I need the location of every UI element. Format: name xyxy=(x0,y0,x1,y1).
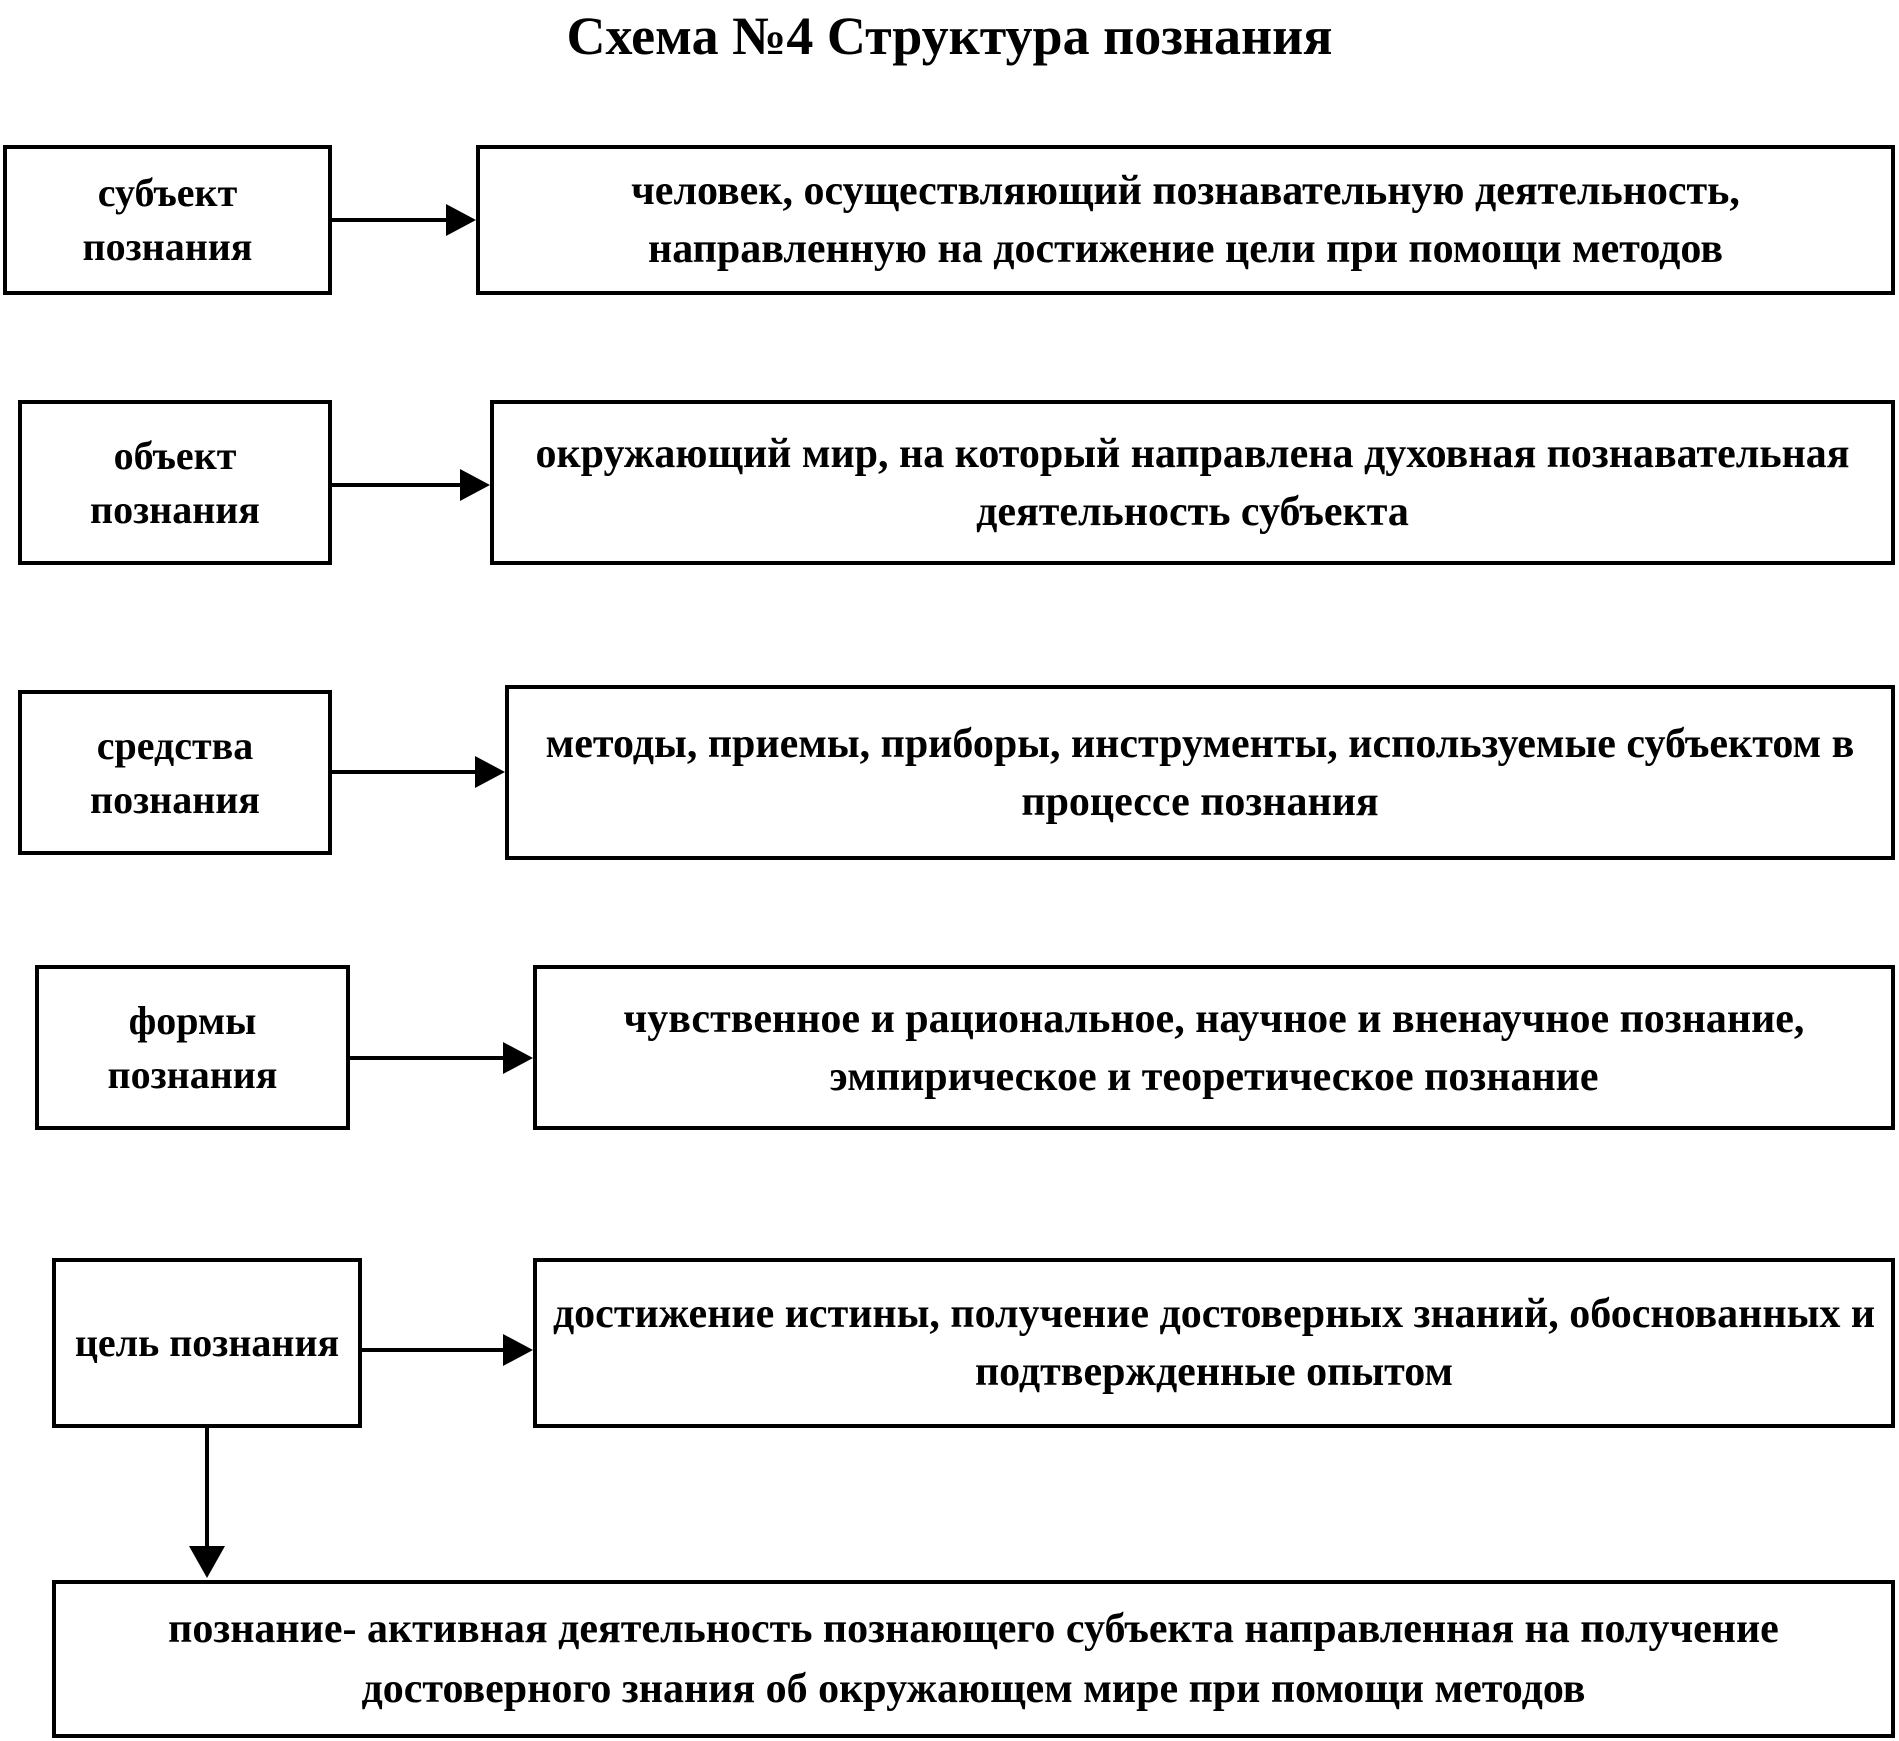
label-box-means: средства познания xyxy=(18,690,332,855)
description-box-forms: чувственное и рациональное, научное и вн… xyxy=(533,965,1895,1130)
description-box-means-text: методы, приемы, приборы, инструменты, ис… xyxy=(545,720,1855,825)
label-box-forms: формы познания xyxy=(35,965,350,1130)
label-box-object: объект познания xyxy=(18,400,332,565)
arrow-head-row-3 xyxy=(475,756,505,788)
label-box-means-text: средства познания xyxy=(90,722,260,822)
conclusion-box-text: познание- активная деятельность познающе… xyxy=(168,1606,1779,1712)
description-box-goal: достижение истины, получение достоверных… xyxy=(533,1258,1895,1428)
conclusion-box: познание- активная деятельность познающе… xyxy=(52,1580,1895,1738)
label-box-subject-text: субъект познания xyxy=(82,170,253,269)
arrow-head-row-1 xyxy=(446,204,476,236)
description-box-means: методы, приемы, приборы, инструменты, ис… xyxy=(505,685,1895,860)
description-box-forms-text: чувственное и рациональное, научное и вн… xyxy=(623,995,1805,1100)
connector-line-vertical-goal-to-conclusion xyxy=(205,1428,209,1548)
arrow-head-vertical-conclusion xyxy=(189,1546,225,1578)
description-box-goal-text: достижение истины, получение достоверных… xyxy=(552,1291,1876,1395)
connector-line-row-1 xyxy=(332,218,448,222)
connector-line-row-5 xyxy=(362,1348,505,1352)
description-box-subject: человек, осуществляющий познавательную д… xyxy=(476,145,1895,295)
label-box-goal-text: цель познания xyxy=(74,1320,340,1365)
connector-line-row-4 xyxy=(350,1056,505,1060)
arrow-head-row-5 xyxy=(503,1334,533,1366)
arrow-head-row-4 xyxy=(503,1042,533,1074)
arrow-head-row-2 xyxy=(460,469,490,501)
label-box-goal: цель познания xyxy=(52,1258,362,1428)
label-box-forms-text: формы познания xyxy=(107,997,278,1097)
connector-line-row-2 xyxy=(332,483,462,487)
page-title: Схема №4 Структура познания xyxy=(566,6,1333,66)
description-box-object-text: окружающий мир, на который направлена ду… xyxy=(535,430,1850,535)
label-box-subject: субъект познания xyxy=(3,145,332,295)
description-box-object: окружающий мир, на который направлена ду… xyxy=(490,400,1895,565)
connector-line-row-3 xyxy=(332,770,477,774)
description-box-subject-text: человек, осуществляющий познавательную д… xyxy=(631,168,1740,272)
label-box-object-text: объект познания xyxy=(90,432,260,532)
